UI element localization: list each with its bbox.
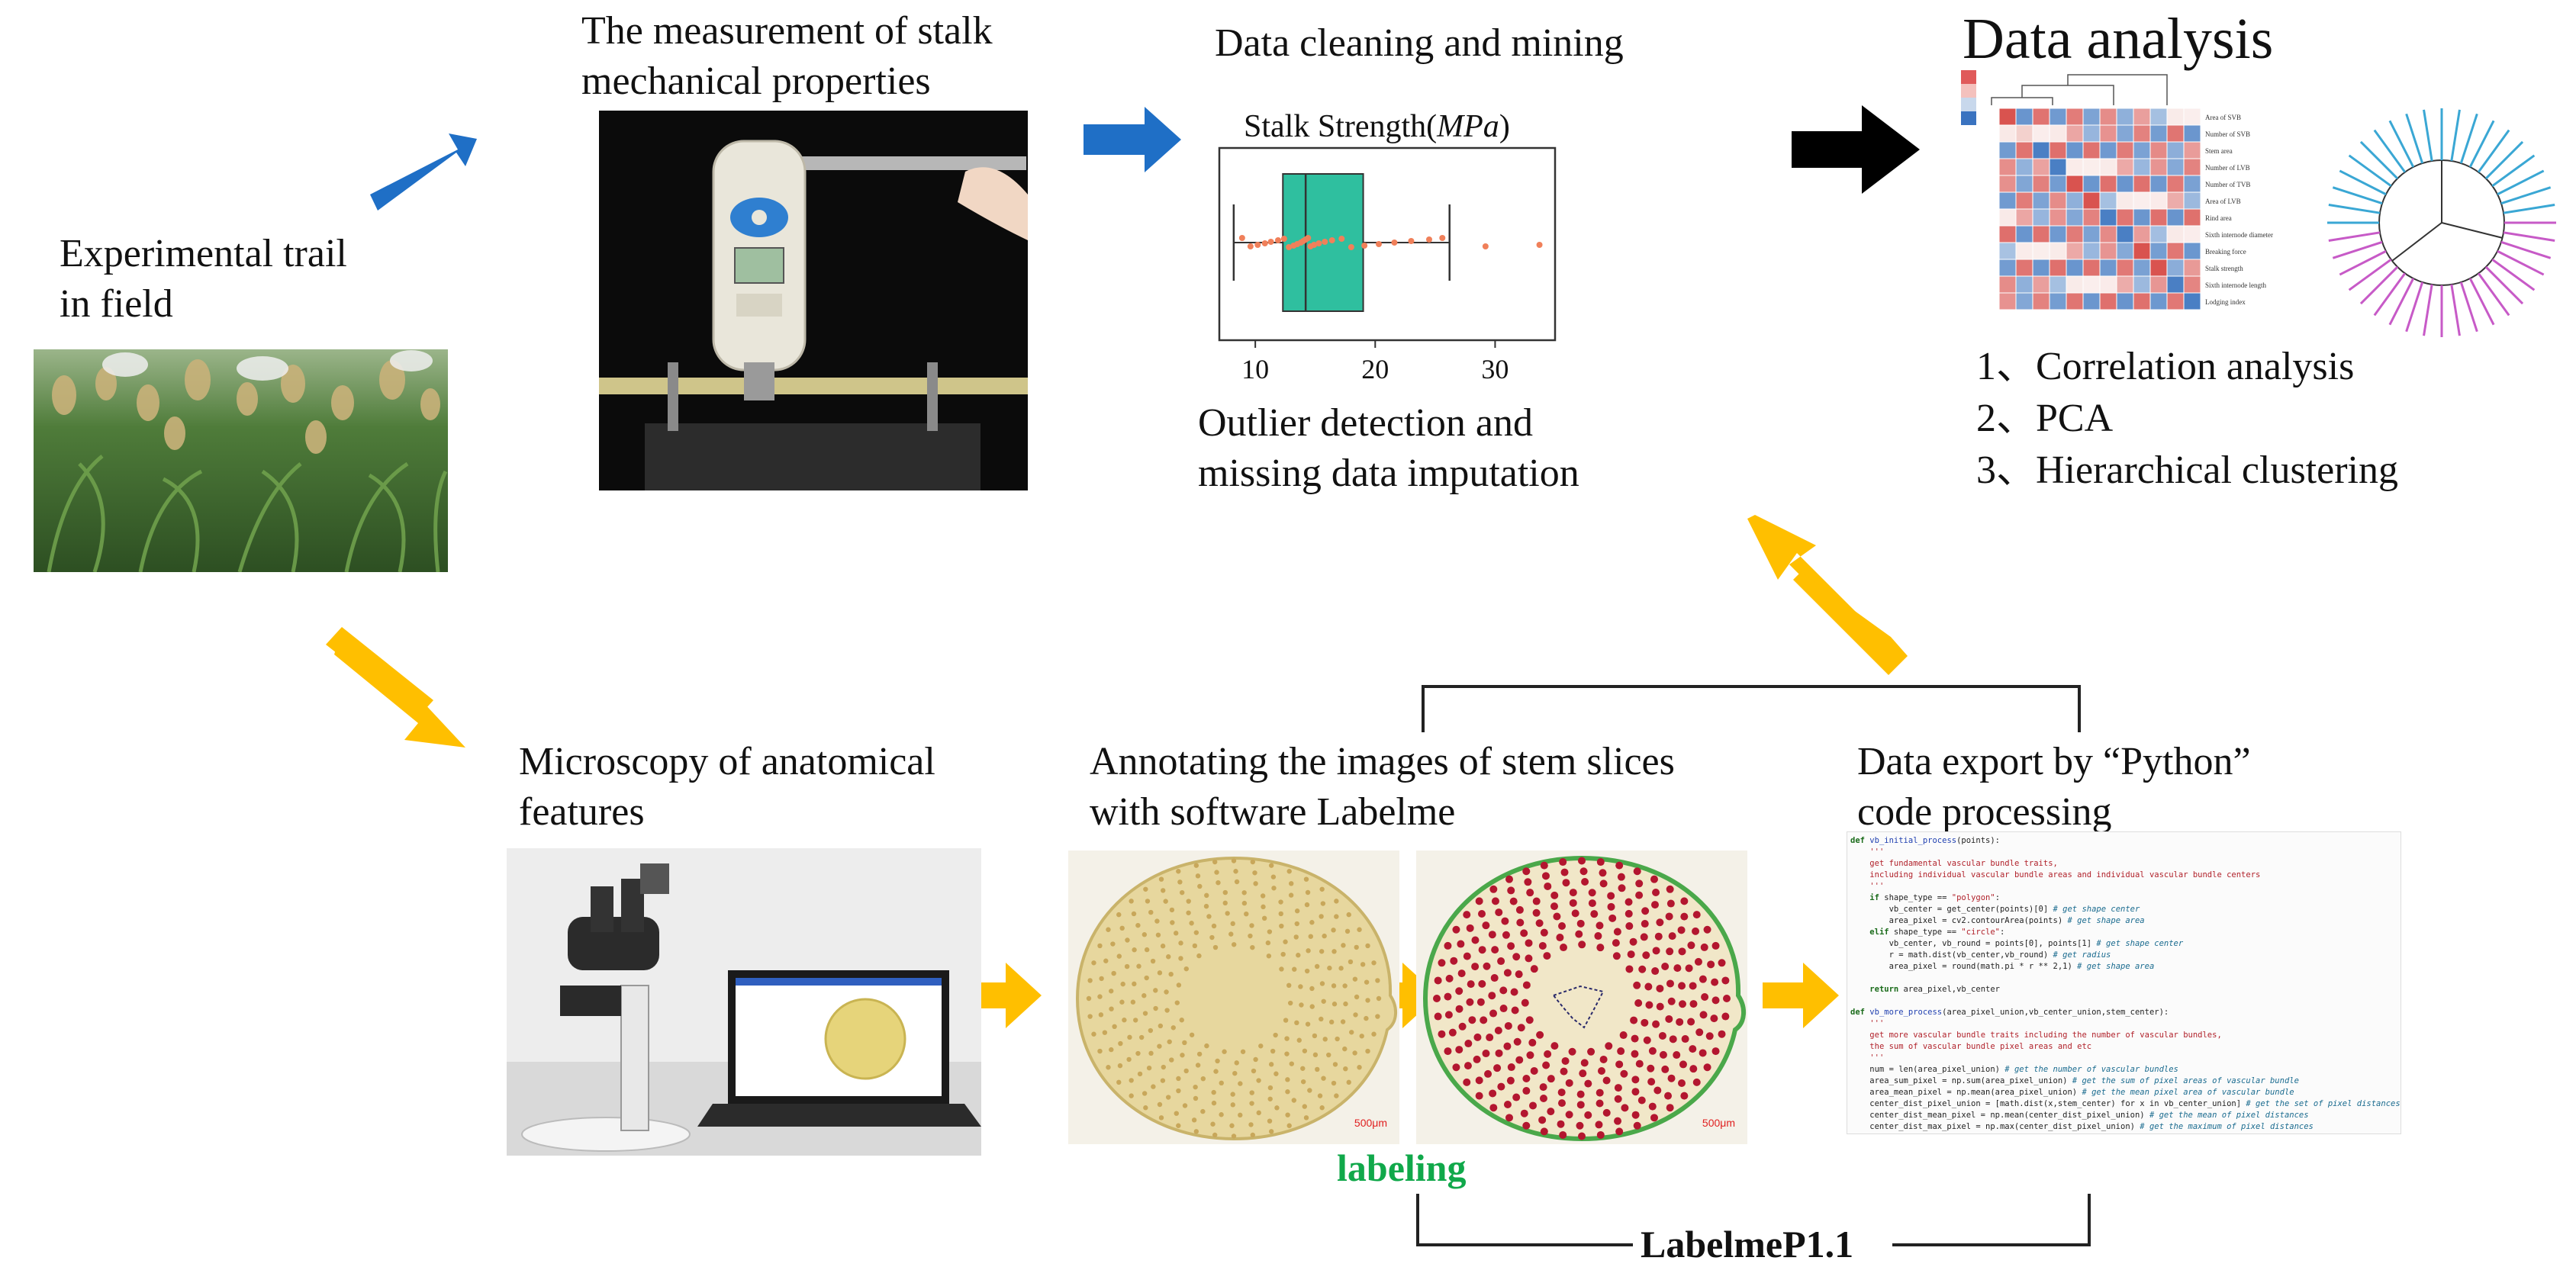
plot-frame [1218,146,1557,342]
data-point [1426,236,1432,243]
microscopy-title-line2: features [519,790,645,834]
data-point [1439,235,1446,241]
annotating-title-line1: Annotating the images of stem slices [1090,740,1675,783]
analysis-item-3: 3、Hierarchical clustering [1976,449,2398,492]
cleaning-caption-line2: missing data imputation [1198,452,1579,495]
heatmap-label: Area of SVB [2205,114,2241,121]
data-point [1376,241,1382,247]
data-point [1238,235,1245,241]
scale-bar-label-labeled: 500μm [1702,1117,1735,1129]
export-title-line2: code processing [1857,790,2112,834]
stem-slice-labeled: 500μm [1416,851,1747,1144]
labeling-label: labeling [1337,1146,1467,1189]
heatmap-label: Breaking force [2205,248,2246,256]
heatmap-label: Stem area [2205,147,2233,155]
export-title-line1: Data export by “Python” [1857,740,2251,783]
cleaning-title: Data cleaning and mining [1215,21,1624,65]
connector-bracket-bottom [1416,1194,1633,1246]
blue-arrow-icon [1084,107,1181,172]
yellow-arrow-icon [326,627,465,748]
data-point [1338,236,1345,242]
labelme-tool-name: LabelmeP1.1 [1641,1223,1854,1265]
yellow-arrow-icon [1763,963,1839,1028]
data-point [1482,243,1489,249]
box-plot-title: Stalk Strength(MPa) [1244,109,1510,144]
data-point [1286,244,1293,250]
field-title-line1: Experimental trail [60,232,347,275]
data-point [1328,237,1335,243]
yellow-arrow-icon [1747,515,1908,675]
data-point [1311,242,1318,248]
heatmap-label: Sixth internode length [2205,281,2266,289]
connector-bracket-bottom-right [1892,1194,2091,1246]
measurement-photo [599,111,1028,490]
yellow-arrow-icon [965,963,1042,1028]
microscope-photo [507,848,981,1156]
data-point [1280,236,1287,242]
cleaning-caption-line1: Outlier detection and [1198,401,1533,445]
data-point [1315,240,1322,246]
blue-arrow-icon [370,133,477,211]
data-point [1391,240,1398,246]
field-photo [34,349,448,572]
code-block: def vb_initial_process(points): ''' get … [1850,836,2401,1131]
heatmap-label: Lodging index [2205,298,2246,306]
correlation-heatmap: Area of SVB Number of SVB Stem areaNumber … [1961,70,2273,310]
data-point [1361,243,1368,249]
annotating-title-line2: with software Labelme [1090,790,1456,834]
box-plot: 10 20 30 [1218,146,1557,384]
scale-bar-label-raw: 500μm [1354,1117,1387,1129]
data-point [1275,237,1281,243]
connector-bracket-top [1422,685,2081,732]
data-point [1536,242,1543,248]
black-arrow-icon [1792,105,1920,194]
measurement-title-line1: The measurement of stalk [581,9,993,53]
analysis-item-2: 2、PCA [1976,397,2114,440]
microscopy-title-line1: Microscopy of anatomical [519,740,935,783]
python-code-image: def vb_initial_process(points): ''' get … [1847,831,2401,1134]
data-point [1348,244,1354,250]
cluster-dendrogram [2327,108,2556,337]
heatmap-label: Stalk strength [2205,265,2243,272]
heatmap-label: Number of LVB [2205,164,2250,172]
data-point [1247,243,1254,249]
stem-slice-raw: 500μm [1068,851,1399,1144]
analysis-title: Data analysis [1963,7,2274,71]
data-point [1305,235,1312,241]
data-point [1408,238,1415,244]
heatmap-label: Number of TVB [2205,181,2250,188]
data-point [1267,239,1274,245]
field-title-line2: in field [60,282,173,326]
x-tick-label: 30 [1481,354,1509,384]
x-tick-label: 20 [1361,354,1389,384]
data-point [1254,242,1261,248]
x-tick-label: 10 [1241,354,1269,384]
heatmap-label: Rind area [2205,214,2232,222]
heatmap-label: Sixth internode diameter [2205,231,2273,239]
analysis-item-1: 1、Correlation analysis [1976,345,2355,388]
data-point [1322,239,1328,245]
data-point [1261,240,1268,246]
heatmap-label: Area of LVB [2205,198,2241,205]
measurement-title-line2: mechanical properties [581,59,931,103]
heatmap-label: Number of SVB [2205,130,2250,138]
